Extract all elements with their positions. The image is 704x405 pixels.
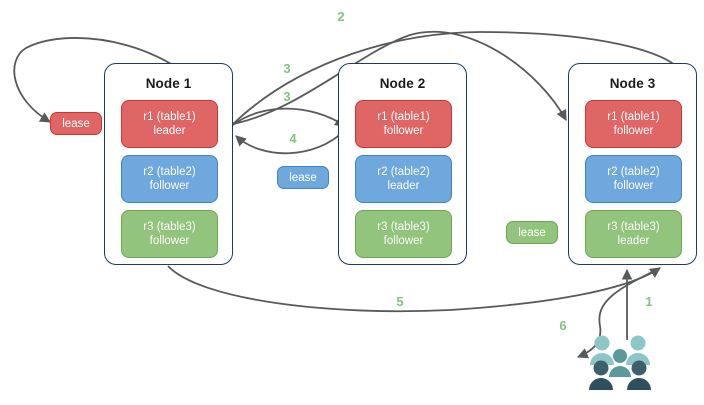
lease-label: lease <box>289 171 317 184</box>
step-label-6: 6 <box>559 318 567 333</box>
lease-badge-green[interactable]: lease <box>506 221 558 244</box>
lease-badge-red[interactable]: lease <box>50 112 102 135</box>
node-2-box[interactable]: Node 2 r1 (table1) follower r2 (table2) … <box>338 63 467 265</box>
lease-label: lease <box>518 226 546 239</box>
edge-3-to-node3 <box>232 30 567 125</box>
node-1-title: Node 1 <box>145 76 192 91</box>
node-2-replica-r3[interactable]: r3 (table3) follower <box>355 210 452 258</box>
replica-line2: leader <box>387 180 420 192</box>
node-2-title: Node 2 <box>379 76 426 91</box>
step-label-5: 5 <box>396 294 404 309</box>
node-1-replica-r3[interactable]: r3 (table3) follower <box>121 210 218 258</box>
user-middle-icon <box>609 349 631 377</box>
edge-4-ack-to-node1 <box>235 129 346 155</box>
replica-line1: r3 (table3) <box>377 221 430 233</box>
edge-3-to-node2 <box>232 107 346 127</box>
node-2-replica-r1[interactable]: r1 (table1) follower <box>355 100 452 148</box>
replica-line2: follower <box>383 235 424 247</box>
user-front-left-icon <box>589 360 613 390</box>
step-label-2: 2 <box>337 9 345 24</box>
node-3-replica-r2[interactable]: r2 (table2) follower <box>585 155 682 203</box>
node-3-box[interactable]: Node 3 r1 (table1) follower r2 (table2) … <box>568 63 697 265</box>
replica-line1: r1 (table1) <box>377 111 430 123</box>
lease-badge-blue[interactable]: lease <box>277 166 329 189</box>
replica-line1: r2 (table2) <box>607 166 660 178</box>
node-3-replica-r1[interactable]: r1 (table1) follower <box>585 100 682 148</box>
replica-line1: r3 (table3) <box>607 221 660 233</box>
replica-line1: r1 (table1) <box>143 111 196 123</box>
step-label-3b: 3 <box>283 89 291 104</box>
replica-line2: leader <box>153 125 186 137</box>
replica-line2: follower <box>149 235 190 247</box>
user-back-left-icon <box>590 335 614 365</box>
lease-label: lease <box>62 117 90 130</box>
edge-6-response-to-client <box>577 267 661 359</box>
node-3-replica-r3[interactable]: r3 (table3) leader <box>585 210 682 258</box>
step-label-4: 4 <box>289 131 297 146</box>
replica-line1: r2 (table2) <box>377 166 430 178</box>
replica-line2: follower <box>149 180 190 192</box>
replica-line2: follower <box>613 125 654 137</box>
replica-line2: follower <box>383 125 424 137</box>
step-label-1: 1 <box>645 294 653 309</box>
replica-line1: r1 (table1) <box>607 111 660 123</box>
node-1-box[interactable]: Node 1 r1 (table1) leader r2 (table2) fo… <box>104 63 233 265</box>
node-2-replica-r2[interactable]: r2 (table2) leader <box>355 155 452 203</box>
users-group-icon <box>589 335 651 390</box>
user-back-right-icon <box>626 335 650 365</box>
step-label-3a: 3 <box>283 61 291 76</box>
node-1-replica-r1[interactable]: r1 (table1) leader <box>121 100 218 148</box>
edge-5-return-to-node3 <box>167 265 661 313</box>
replica-line2: leader <box>617 235 650 247</box>
edge-2-lease-transfer <box>232 31 681 125</box>
replica-line1: r3 (table3) <box>143 221 196 233</box>
node-1-replica-r2[interactable]: r2 (table2) follower <box>121 155 218 203</box>
replica-line1: r2 (table2) <box>143 166 196 178</box>
user-front-right-icon <box>627 360 651 390</box>
node-3-title: Node 3 <box>609 76 656 91</box>
replica-line2: follower <box>613 180 654 192</box>
